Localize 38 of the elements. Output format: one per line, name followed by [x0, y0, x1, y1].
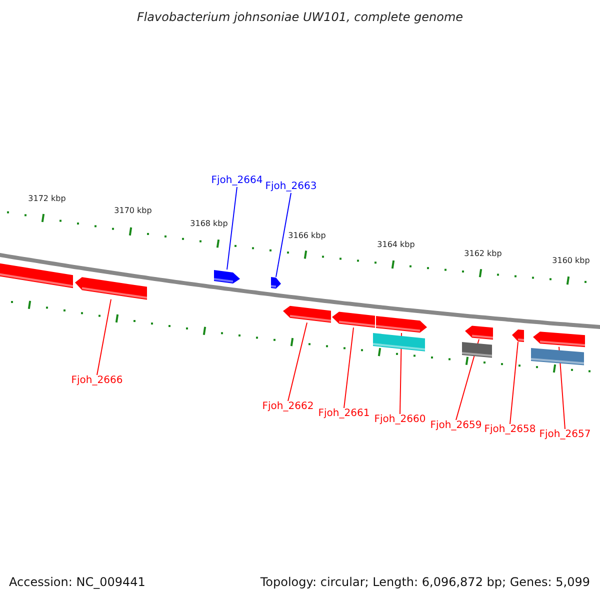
gene-feature	[283, 304, 331, 323]
scale-label: 3160 kbp	[552, 256, 590, 266]
scale-label: 3172 kbp	[28, 194, 66, 204]
gene-label: Fjoh_2666	[71, 375, 123, 387]
scale-label: 3170 kbp	[114, 206, 152, 216]
gene-label: Fjoh_2659	[430, 420, 482, 432]
scale-label: 3164 kbp	[377, 240, 415, 250]
gene-feature	[214, 270, 240, 284]
gene-label: Fjoh_2661	[318, 408, 370, 420]
leader-line	[510, 341, 518, 424]
gene-feature	[376, 316, 427, 333]
title: Flavobacterium johnsoniae UW101, complete genome	[136, 10, 464, 24]
gene-label: Fjoh_2660	[374, 414, 426, 426]
leader-line	[344, 327, 354, 408]
gene-feature	[512, 328, 524, 342]
leader-line	[96, 298, 112, 376]
genome-info-text: Topology: circular; Length: 6,096,872 bp; Genes: 5,099	[260, 575, 590, 589]
gene-feature	[271, 276, 281, 290]
scale-label: 3162 kbp	[464, 249, 502, 259]
gene-feature	[0, 263, 73, 288]
gene-label: Fjoh_2657	[539, 429, 591, 441]
scale-label: 3168 kbp	[190, 219, 228, 229]
gene-feature	[75, 276, 147, 300]
gene-label: Fjoh_2663	[265, 181, 317, 193]
gene-bar	[462, 342, 492, 358]
gene-label: Fjoh_2662	[262, 401, 314, 413]
gene-bar	[531, 348, 584, 366]
leader-line	[226, 186, 238, 270]
gene-bar	[373, 332, 425, 352]
gene-label: Fjoh_2664	[211, 175, 263, 187]
gene-feature	[465, 324, 493, 340]
leader-line	[276, 192, 292, 278]
gene-label: Fjoh_2658	[484, 424, 536, 436]
accession-text: Accession: NC_009441	[9, 575, 146, 589]
scale-label: 3166 kbp	[288, 231, 326, 241]
leader-line	[288, 322, 308, 402]
gene-feature	[533, 330, 585, 347]
gene-feature	[332, 310, 375, 328]
